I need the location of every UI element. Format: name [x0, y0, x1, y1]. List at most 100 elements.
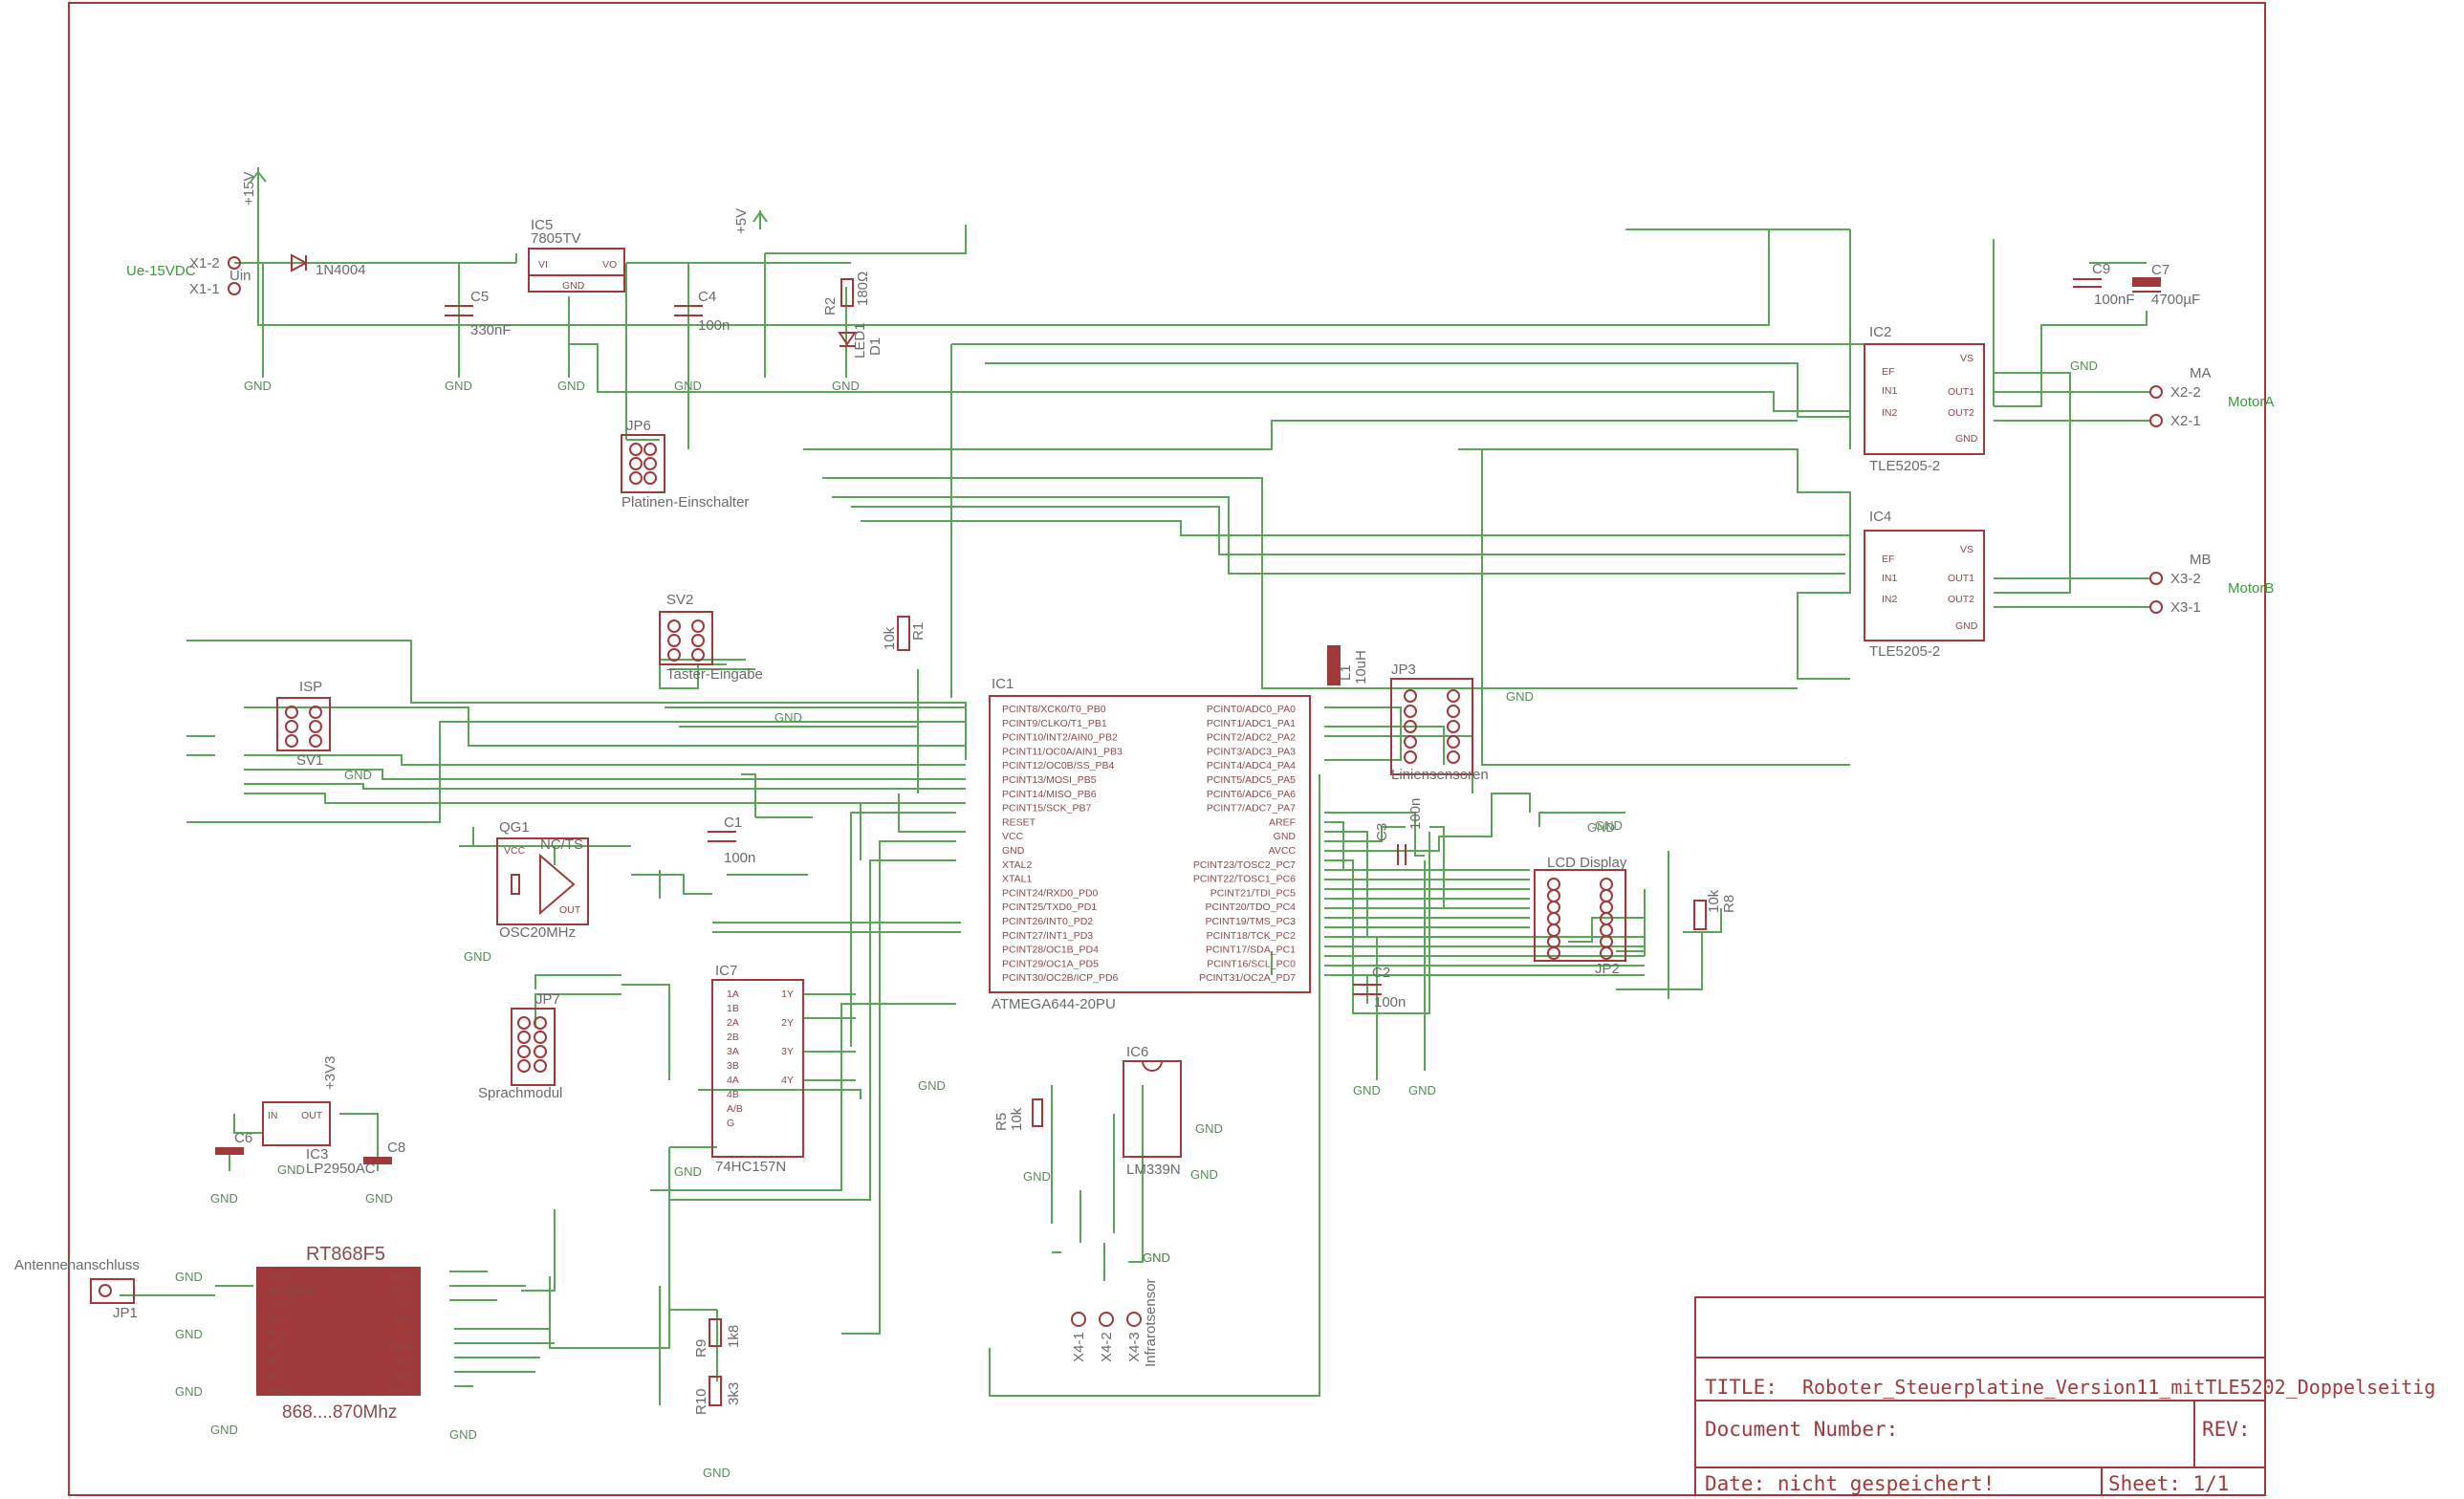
- ic2-ef: EF: [1882, 366, 1894, 378]
- c2-capacitor: [1353, 984, 1382, 995]
- qg1-body: [496, 837, 589, 925]
- ic7-pin-label: 2A: [727, 1017, 739, 1029]
- ic4-vs: VS: [1960, 544, 1973, 555]
- mcu-right-pins: PCINT0/ADC0_PA0PCINT1/ADC1_PA1PCINT2/ADC…: [1193, 704, 1297, 984]
- gnd-label: GND: [674, 379, 702, 393]
- mcu-left-pins: PCINT8/XCK0/T0_PB0PCINT9/CLKO/T1_PB1PCIN…: [1002, 704, 1123, 984]
- gnd-label: GND: [1408, 1083, 1436, 1097]
- jp3-pin: [1447, 735, 1460, 749]
- jp3-pin: [1404, 750, 1417, 764]
- diode-1n4004: [291, 253, 309, 272]
- sprachmodul-label: Sprachmodul: [478, 1085, 562, 1101]
- ic4-in1: IN1: [1882, 573, 1898, 584]
- jp3-connector: JP3 Liniensensoren: [1390, 662, 1489, 783]
- mcu-pin-label: RESET: [1002, 816, 1036, 828]
- mcu-pin-label: PCINT25/TXD0_PD1: [1002, 902, 1097, 913]
- rt-pin-label: GND: [268, 1271, 291, 1282]
- lcd-connector: LCD Display JP2 10k R8: [1534, 855, 1737, 977]
- mcu-pin-label: PCINT11/OC0A/AIN1_PB3: [1002, 746, 1123, 757]
- rt-pin-label: N.C.: [268, 1342, 288, 1354]
- ic7-pin-label: 4A: [727, 1075, 739, 1086]
- ic5-regulator: [528, 248, 625, 293]
- r1-resistor: [897, 616, 910, 651]
- rt-pin-label: SP2: [394, 1314, 413, 1325]
- ic2-gnd: GND: [1955, 433, 1978, 445]
- mcu-pin-label: PCINT0/ADC0_PA0: [1207, 704, 1296, 715]
- x2-1-terminal: [2149, 414, 2163, 427]
- ic4-out2: OUT2: [1948, 594, 1974, 605]
- mcu-pin-label: PCINT2/ADC2_PA2: [1207, 732, 1296, 744]
- gnd-label: GND: [1023, 1169, 1051, 1184]
- mcu-pin-label: PCINT23/TOSC2_PC7: [1193, 859, 1296, 871]
- c2-name: C2: [1372, 965, 1390, 981]
- gnd-label: GND: [344, 768, 372, 782]
- c7-capacitor: [2132, 277, 2161, 287]
- ic5-type: 7805TV: [531, 230, 581, 247]
- lcd-pin: [1547, 923, 1560, 937]
- c3-capacitor: [1397, 844, 1406, 865]
- rt-pin-label: RSSI: [389, 1342, 413, 1354]
- lcd-pin: [1547, 912, 1560, 925]
- x1-1-label: X1-1: [189, 281, 220, 297]
- lcd-pin: [1600, 889, 1613, 902]
- l1-name: L1: [1338, 664, 1354, 681]
- passives: C1 100n 10k R1 L1 10uH C3 100n C2 100n: [708, 616, 1424, 1010]
- r10-name: R10: [693, 1388, 709, 1415]
- doc-number-label: Document Number:: [1705, 1418, 1898, 1441]
- c7-value: 4700µF: [2151, 292, 2200, 308]
- gnd-label: GND: [703, 1466, 730, 1480]
- ic2-in1: IN1: [1882, 385, 1898, 397]
- r9-name: R9: [693, 1339, 709, 1358]
- sv2-header: [659, 611, 713, 665]
- mcu-pin-label: AVCC: [1269, 845, 1297, 857]
- plus15-label: +15V: [241, 172, 257, 206]
- x1-1-terminal: [228, 282, 241, 295]
- isp-header: [276, 697, 331, 751]
- gnd-label: GND: [557, 379, 585, 393]
- rt-pin-label: SP1: [394, 1371, 413, 1382]
- r2-resistor: [840, 278, 854, 307]
- mcu-pin-label: PCINT9/CLKO/T1_PB1: [1002, 718, 1107, 729]
- ma-label: MA: [2190, 365, 2212, 381]
- ic7-pin-label: G: [727, 1118, 734, 1129]
- ic6-type: LM339N: [1126, 1162, 1181, 1178]
- mcu-pin-label: PCINT4/ADC4_PA4: [1207, 760, 1296, 771]
- ic7-body: [711, 979, 804, 1158]
- r5-name: R5: [993, 1113, 1010, 1131]
- x3-2-label: X3-2: [2170, 571, 2201, 587]
- x4-1-label: X4-1: [1071, 1332, 1087, 1362]
- r8-value: 10k: [1706, 889, 1722, 913]
- mcu-pin-label: PCINT21/TDI_PC5: [1210, 887, 1296, 899]
- c4-name: C4: [698, 289, 716, 305]
- x4-1-terminal: [1071, 1312, 1086, 1327]
- ic7-pin-label: 3Y: [781, 1046, 794, 1057]
- x4-2-label: X4-2: [1099, 1332, 1115, 1362]
- mcu-pin-label: PCINT1/ADC1_PA1: [1207, 718, 1296, 729]
- gnd-label: GND: [464, 949, 491, 964]
- ic2-type: TLE5205-2: [1869, 458, 1940, 474]
- ic7-pin-label: 2B: [727, 1032, 739, 1043]
- mcu-pin-label: PCINT16/SCL_PC0: [1207, 958, 1296, 969]
- gnd-label: GND: [449, 1427, 477, 1442]
- mb-label: MB: [2190, 552, 2212, 568]
- ic3-regulator: IN OUT IC3 LP2950AC +3V3 C6 C8: [215, 1056, 405, 1177]
- ic5-gnd: GND: [562, 280, 585, 292]
- mcu-pin-label: PCINT17/SDA_PC1: [1206, 945, 1296, 956]
- c8-capacitor: [363, 1157, 392, 1164]
- antenne-label: Antennenanschluss: [14, 1257, 140, 1273]
- lcd-pin: [1600, 946, 1613, 960]
- infrarot-label: Infrarotsensor: [1143, 1278, 1159, 1367]
- ic3-name: IC3: [306, 1146, 328, 1162]
- ic3-type: LP2950AC: [306, 1161, 376, 1177]
- mcu-pin-label: PCINT27/INT1_PD3: [1002, 930, 1093, 942]
- d1-name: D1: [867, 337, 883, 356]
- lcd-header: [1534, 869, 1626, 962]
- mcu-pin-label: GND: [1274, 831, 1297, 842]
- x1-2-label: X1-2: [189, 255, 220, 272]
- c3-name: C3: [1374, 823, 1390, 841]
- c1-value: 100n: [724, 850, 755, 866]
- osc-out: OUT: [559, 904, 581, 916]
- rt-pin-label: GND: [391, 1385, 414, 1397]
- isp-connector: ISP SV1: [276, 679, 331, 769]
- oscillator: QG1 NC/TS VCC OUT OSC20MHz: [496, 819, 589, 941]
